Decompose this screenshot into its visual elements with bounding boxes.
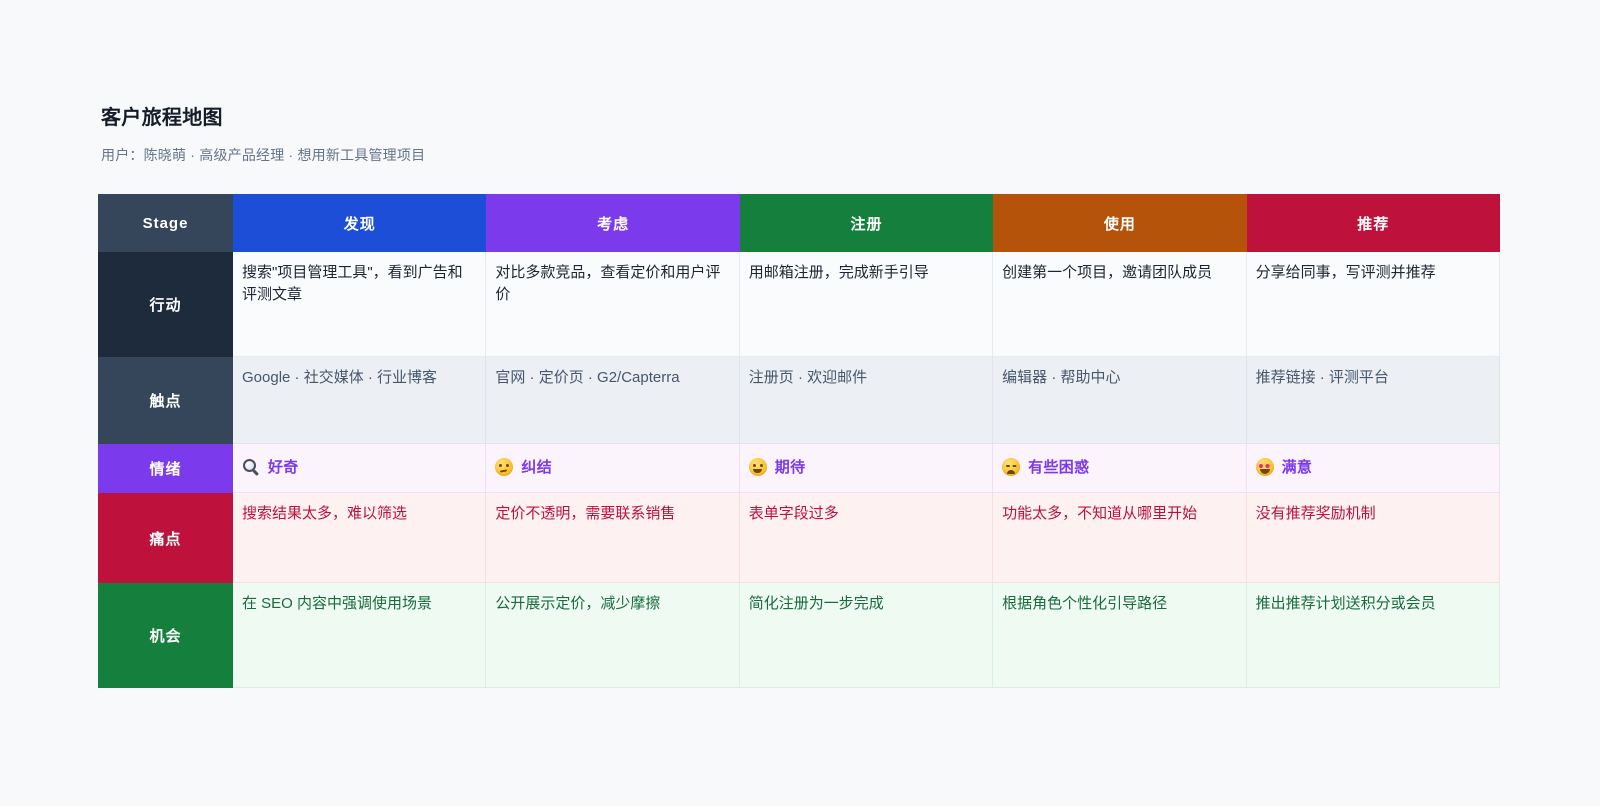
row-painpoints: 痛点 搜索结果太多，难以筛选 定价不透明，需要联系销售 表单字段过多 功能太多，… [98, 493, 1500, 583]
cell-opportunities-referral: 推出推荐计划送积分或会员 [1246, 583, 1500, 688]
cell-touchpoints-signup: 注册页 · 欢迎邮件 [739, 357, 994, 444]
emotion-label: 满意 [1281, 459, 1313, 476]
emotion-label: 纠结 [521, 459, 552, 476]
cell-touchpoints-referral: 推荐链接 · 评测平台 [1246, 357, 1500, 444]
cell-painpoints-usage: 功能太多，不知道从哪里开始 [993, 493, 1247, 583]
cell-opportunities-signup: 简化注册为一步完成 [739, 583, 994, 688]
cell-actions-signup: 用邮箱注册，完成新手引导 [739, 252, 994, 357]
column-header-usage: 使用 [993, 194, 1247, 252]
column-header-referral: 推荐 [1246, 194, 1500, 252]
cell-touchpoints-consideration: 官网 · 定价页 · G2/Capterra [486, 357, 740, 444]
cell-emotions-usage: 有些困惑 [993, 444, 1247, 493]
cell-painpoints-consideration: 定价不透明，需要联系销售 [486, 493, 740, 583]
steaming-face-icon [1002, 458, 1021, 476]
cell-touchpoints-discovery: Google · 社交媒体 · 行业博客 [233, 357, 487, 444]
thinking-face-icon [495, 458, 514, 476]
cell-actions-usage: 创建第一个项目，邀请团队成员 [993, 252, 1247, 357]
column-header-consideration: 考虑 [486, 194, 740, 252]
column-header-signup: 注册 [739, 194, 994, 252]
cell-opportunities-consideration: 公开展示定价，减少摩擦 [486, 583, 740, 688]
stage-header-row: Stage 发现 考虑 注册 使用 推荐 [98, 194, 1500, 252]
row-label-touchpoints: 触点 [98, 357, 233, 444]
cell-actions-referral: 分享给同事，写评测并推荐 [1246, 252, 1500, 357]
emotion-label: 期待 [774, 459, 806, 476]
cell-opportunities-discovery: 在 SEO 内容中强调使用场景 [233, 583, 487, 688]
row-emotions: 情绪 好奇 纠结 期待 有些困惑 满意 [98, 444, 1500, 493]
cell-actions-discovery: 搜索"项目管理工具"，看到广告和评测文章 [233, 252, 487, 357]
stage-header-cell: Stage [98, 194, 233, 252]
journey-map-table: Stage 发现 考虑 注册 使用 推荐 行动 搜索"项目管理工具"，看到广告和… [98, 194, 1500, 688]
cell-painpoints-signup: 表单字段过多 [739, 493, 994, 583]
row-touchpoints: 触点 Google · 社交媒体 · 行业博客 官网 · 定价页 · G2/Ca… [98, 357, 1500, 444]
cell-touchpoints-usage: 编辑器 · 帮助中心 [993, 357, 1247, 444]
journey-map-page: 客户旅程地图 用户：陈晓萌 · 高级产品经理 · 想用新工具管理项目 Stage… [98, 0, 1500, 688]
page-title: 客户旅程地图 [101, 107, 223, 129]
row-label-actions: 行动 [98, 252, 233, 357]
emotion-label: 好奇 [268, 459, 299, 476]
persona-subtitle: 用户：陈晓萌 · 高级产品经理 · 想用新工具管理项目 [101, 147, 426, 163]
cell-emotions-discovery: 好奇 [233, 444, 487, 493]
cell-emotions-consideration: 纠结 [486, 444, 740, 493]
row-label-painpoints: 痛点 [98, 493, 233, 583]
magnifier-icon [242, 458, 260, 476]
row-label-emotions: 情绪 [98, 444, 233, 493]
row-label-opportunities: 机会 [98, 583, 233, 688]
cell-emotions-referral: 满意 [1246, 444, 1500, 493]
column-header-discovery: 发现 [233, 194, 487, 252]
smiling-face-icon [748, 458, 767, 476]
cell-emotions-signup: 期待 [739, 444, 994, 493]
row-opportunities: 机会 在 SEO 内容中强调使用场景 公开展示定价，减少摩擦 简化注册为一步完成… [98, 583, 1500, 688]
row-actions: 行动 搜索"项目管理工具"，看到广告和评测文章 对比多款竞品，查看定价和用户评价… [98, 252, 1500, 357]
cell-actions-consideration: 对比多款竞品，查看定价和用户评价 [486, 252, 740, 357]
heart-eyes-face-icon [1255, 458, 1274, 476]
cell-painpoints-discovery: 搜索结果太多，难以筛选 [233, 493, 487, 583]
cell-opportunities-usage: 根据角色个性化引导路径 [993, 583, 1247, 688]
cell-painpoints-referral: 没有推荐奖励机制 [1246, 493, 1500, 583]
emotion-label: 有些困惑 [1028, 459, 1090, 476]
